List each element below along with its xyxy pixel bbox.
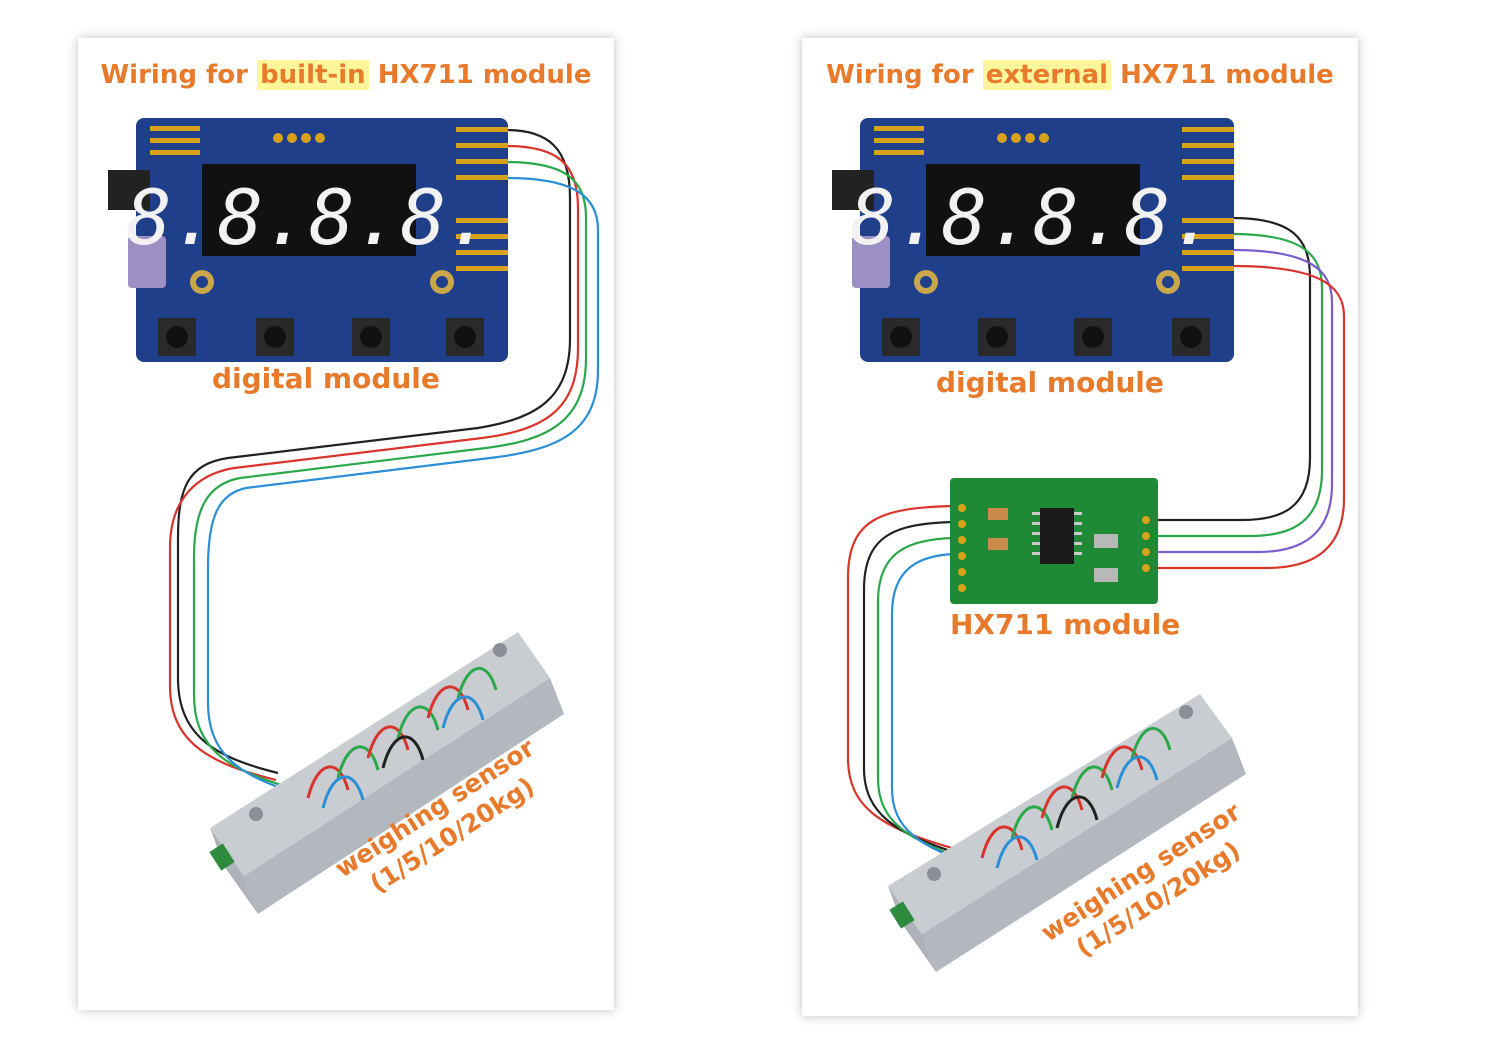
panel-title: Wiring for built-in HX711 module xyxy=(78,60,614,90)
seven-segment-display: 8.8.8.8. xyxy=(126,173,492,262)
wire-bundle-hx711-to-sensor xyxy=(846,504,977,868)
wire-bundle-board-to-hx711 xyxy=(1158,216,1346,570)
digital-module-label: digital module xyxy=(936,366,1164,399)
wire-black xyxy=(1158,216,1312,522)
title-prefix: Wiring for xyxy=(100,60,249,90)
title-suffix: HX711 module xyxy=(377,60,592,90)
hx711-module-label: HX711 module xyxy=(950,608,1181,641)
wire-blue xyxy=(206,176,600,794)
digital-module-label: digital module xyxy=(212,362,440,395)
wire-black xyxy=(176,128,572,775)
digital-module-board: 8.8.8.8. xyxy=(832,118,1234,362)
title-prefix: Wiring for xyxy=(826,60,974,90)
wire-red xyxy=(1158,264,1346,570)
external-wiring-diagram: 8.8.8.8. xyxy=(832,118,1346,972)
weighing-sensor-image xyxy=(888,694,1246,972)
weighing-sensor-image xyxy=(209,632,564,914)
panel-title: Wiring for external HX711 module xyxy=(802,60,1358,90)
wire-green xyxy=(1158,232,1324,538)
wire-purple xyxy=(1158,248,1334,554)
seven-segment-display: 8.8.8.8. xyxy=(850,173,1216,262)
wire-bundle xyxy=(168,128,600,794)
hx711-module-board xyxy=(950,478,1158,604)
built-in-wiring-panel: 8.8.8.8. xyxy=(78,38,614,1010)
title-highlight: built-in xyxy=(257,60,369,90)
digital-module-board: 8.8.8.8. xyxy=(108,118,508,362)
title-suffix: HX711 module xyxy=(1120,60,1334,90)
wire-blue xyxy=(890,552,977,868)
built-in-wiring-diagram: 8.8.8.8. xyxy=(108,118,600,914)
external-wiring-panel: 8.8.8.8. xyxy=(802,38,1358,1016)
title-highlight: external xyxy=(982,60,1111,90)
